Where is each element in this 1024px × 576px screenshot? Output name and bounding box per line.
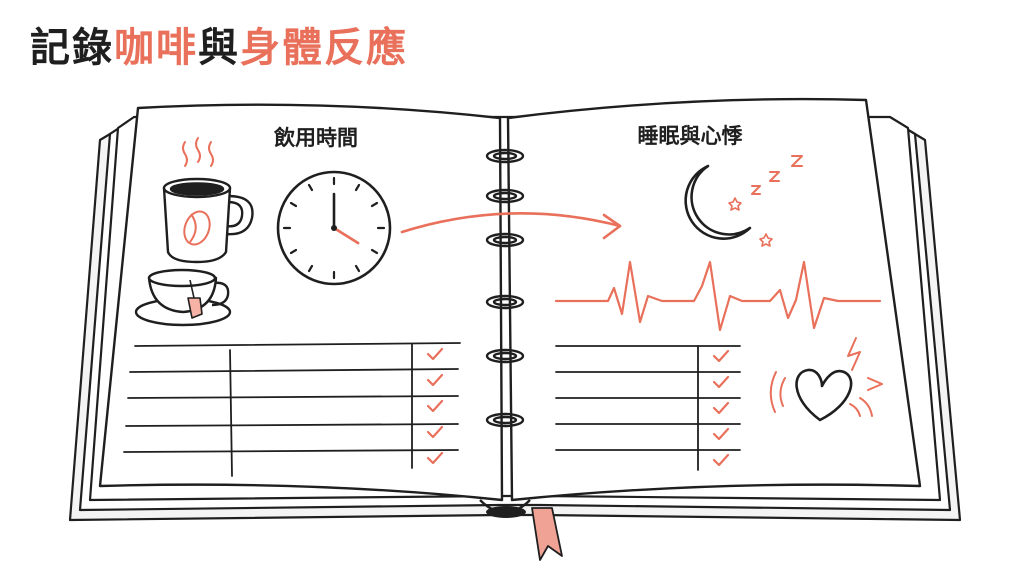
table-row — [134, 342, 461, 347]
star-icon — [728, 197, 773, 247]
spiral-ring-icon — [485, 412, 525, 428]
spiral-ring-icon — [485, 294, 525, 310]
left-page-heading: 飲用時間 — [273, 126, 358, 150]
bookmark-ribbon-icon — [531, 507, 563, 561]
moon-icon — [684, 164, 752, 240]
check-icon — [426, 399, 444, 413]
check-icon — [712, 427, 730, 441]
check-icon — [712, 453, 730, 467]
spiral-ring-icon — [485, 148, 525, 164]
right-page — [506, 97, 922, 502]
page-title: 記錄咖啡與身體反應 — [30, 22, 408, 74]
spiral-binding — [485, 148, 525, 428]
right-log-table — [555, 345, 741, 471]
right-page-heading: 睡眠與心悸 — [638, 124, 744, 148]
left-check-column — [426, 347, 444, 465]
heartbeat-line-icon — [554, 260, 882, 332]
heart-icon — [795, 368, 853, 422]
table-row — [125, 423, 459, 427]
teacup-icon — [134, 268, 232, 327]
check-icon — [426, 451, 444, 465]
table-row — [129, 368, 459, 373]
table-row — [123, 449, 459, 453]
title-part-record: 記錄 — [30, 25, 114, 71]
check-icon — [712, 375, 730, 389]
check-icon — [426, 373, 444, 387]
left-log-table — [123, 342, 461, 477]
arrow-icon — [400, 212, 622, 240]
right-check-column — [712, 349, 730, 467]
check-icon — [712, 349, 730, 363]
sleep-z-icon — [751, 155, 803, 195]
clock-icon — [276, 170, 392, 286]
palpitation-marks-icon — [769, 337, 883, 417]
spine-hole — [486, 506, 526, 518]
title-part-body-reaction: 身體反應 — [240, 25, 408, 71]
table-row — [127, 395, 459, 399]
coffee-mug-icon — [162, 177, 254, 264]
spiral-ring-icon — [485, 348, 525, 364]
check-icon — [426, 347, 444, 361]
steam-icon — [182, 137, 214, 167]
spiral-ring-icon — [485, 188, 525, 204]
spiral-ring-icon — [485, 232, 525, 248]
title-part-coffee: 咖啡 — [114, 25, 198, 71]
title-part-and: 與 — [198, 25, 240, 71]
check-icon — [712, 401, 730, 415]
check-icon — [426, 425, 444, 439]
